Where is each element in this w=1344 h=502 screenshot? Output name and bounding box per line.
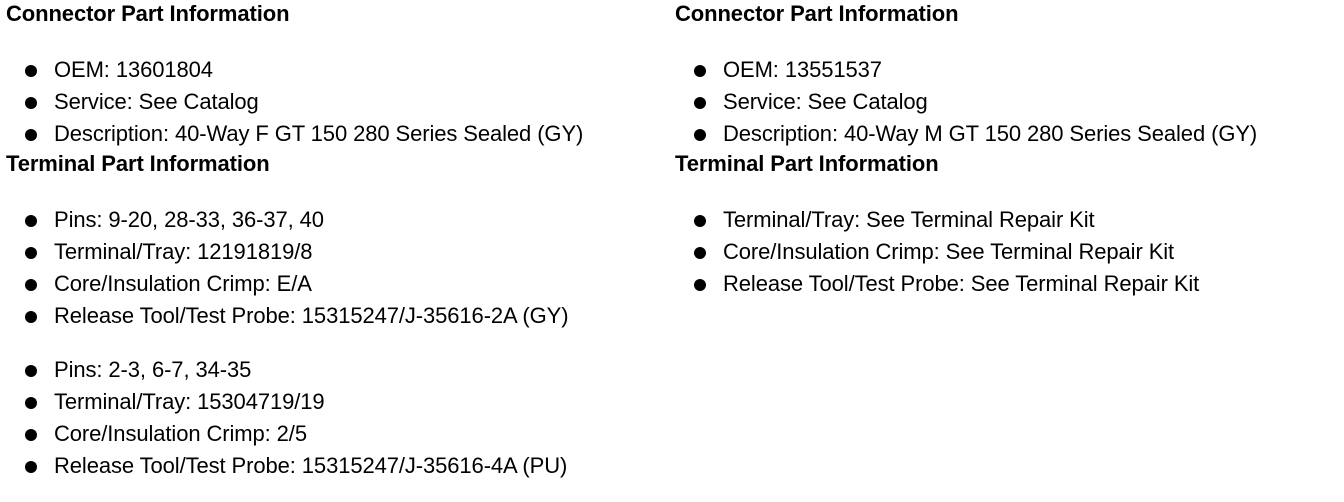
bullet-icon <box>25 279 37 291</box>
list-item-text: Terminal/Tray: 15304719/19 <box>54 389 325 414</box>
list-item-text: Release Tool/Test Probe: 15315247/J-3561… <box>54 303 569 328</box>
spacer <box>6 28 670 54</box>
list-item: Service: See Catalog <box>675 86 1344 118</box>
connector-part-list: OEM: 13601804 Service: See Catalog Descr… <box>6 54 670 150</box>
list-item: Core/Insulation Crimp: 2/5 <box>6 418 670 450</box>
bullet-icon <box>25 247 37 259</box>
list-item-text: Pins: 9-20, 28-33, 36-37, 40 <box>54 207 324 232</box>
list-item: Terminal/Tray: See Terminal Repair Kit <box>675 204 1344 236</box>
list-item: Terminal/Tray: 12191819/8 <box>6 236 670 268</box>
bullet-icon <box>25 215 37 227</box>
list-item: Core/Insulation Crimp: See Terminal Repa… <box>675 236 1344 268</box>
list-item-text: Release Tool/Test Probe: See Terminal Re… <box>723 271 1200 296</box>
spacer <box>675 28 1344 54</box>
list-item-text: Service: See Catalog <box>723 89 928 114</box>
terminal-part-heading: Terminal Part Information <box>675 151 939 176</box>
list-item: OEM: 13551537 <box>675 54 1344 86</box>
bullet-icon <box>25 311 37 323</box>
bullet-icon <box>25 429 37 441</box>
terminal-part-list-1: Terminal/Tray: See Terminal Repair Kit C… <box>675 204 1344 300</box>
connector-part-list: OEM: 13551537 Service: See Catalog Descr… <box>675 54 1344 150</box>
bullet-icon <box>694 129 706 141</box>
bullet-icon <box>694 65 706 77</box>
list-item-text: Core/Insulation Crimp: 2/5 <box>54 421 307 446</box>
list-item-text: Service: See Catalog <box>54 89 259 114</box>
list-item-text: Description: 40-Way M GT 150 280 Series … <box>723 121 1258 146</box>
list-item-text: Release Tool/Test Probe: 15315247/J-3561… <box>54 453 568 478</box>
list-item-text: OEM: 13601804 <box>54 57 213 82</box>
list-item-text: Terminal/Tray: See Terminal Repair Kit <box>723 207 1095 232</box>
bullet-icon <box>694 215 706 227</box>
spacer <box>675 178 1344 204</box>
list-item: Pins: 2-3, 6-7, 34-35 <box>6 354 670 386</box>
bullet-icon <box>694 247 706 259</box>
bullet-icon <box>25 365 37 377</box>
list-item: Description: 40-Way M GT 150 280 Series … <box>675 118 1344 150</box>
terminal-part-list-2: Pins: 2-3, 6-7, 34-35 Terminal/Tray: 153… <box>6 354 670 482</box>
right-column: Connector Part Information OEM: 13551537… <box>675 0 1344 300</box>
list-item: OEM: 13601804 <box>6 54 670 86</box>
list-item-text: Terminal/Tray: 12191819/8 <box>54 239 313 264</box>
list-item-text: Pins: 2-3, 6-7, 34-35 <box>54 357 252 382</box>
spacer <box>6 332 670 354</box>
terminal-part-heading: Terminal Part Information <box>6 151 270 176</box>
left-column: Connector Part Information OEM: 13601804… <box>6 0 670 482</box>
list-item: Release Tool/Test Probe: 15315247/J-3561… <box>6 300 670 332</box>
bullet-icon <box>694 97 706 109</box>
list-item-text: Description: 40-Way F GT 150 280 Series … <box>54 121 584 146</box>
list-item: Service: See Catalog <box>6 86 670 118</box>
list-item: Core/Insulation Crimp: E/A <box>6 268 670 300</box>
list-item-text: Core/Insulation Crimp: See Terminal Repa… <box>723 239 1175 264</box>
bullet-icon <box>25 129 37 141</box>
bullet-icon <box>25 97 37 109</box>
bullet-icon <box>25 397 37 409</box>
list-item: Description: 40-Way F GT 150 280 Series … <box>6 118 670 150</box>
list-item: Release Tool/Test Probe: 15315247/J-3561… <box>6 450 670 482</box>
bullet-icon <box>25 461 37 473</box>
connector-part-heading: Connector Part Information <box>6 1 290 26</box>
list-item: Terminal/Tray: 15304719/19 <box>6 386 670 418</box>
list-item-text: Core/Insulation Crimp: E/A <box>54 271 312 296</box>
list-item: Release Tool/Test Probe: See Terminal Re… <box>675 268 1344 300</box>
bullet-icon <box>25 65 37 77</box>
list-item-text: OEM: 13551537 <box>723 57 882 82</box>
connector-part-heading: Connector Part Information <box>675 1 959 26</box>
bullet-icon <box>694 279 706 291</box>
spacer <box>6 178 670 204</box>
list-item: Pins: 9-20, 28-33, 36-37, 40 <box>6 204 670 236</box>
terminal-part-list-1: Pins: 9-20, 28-33, 36-37, 40 Terminal/Tr… <box>6 204 670 332</box>
